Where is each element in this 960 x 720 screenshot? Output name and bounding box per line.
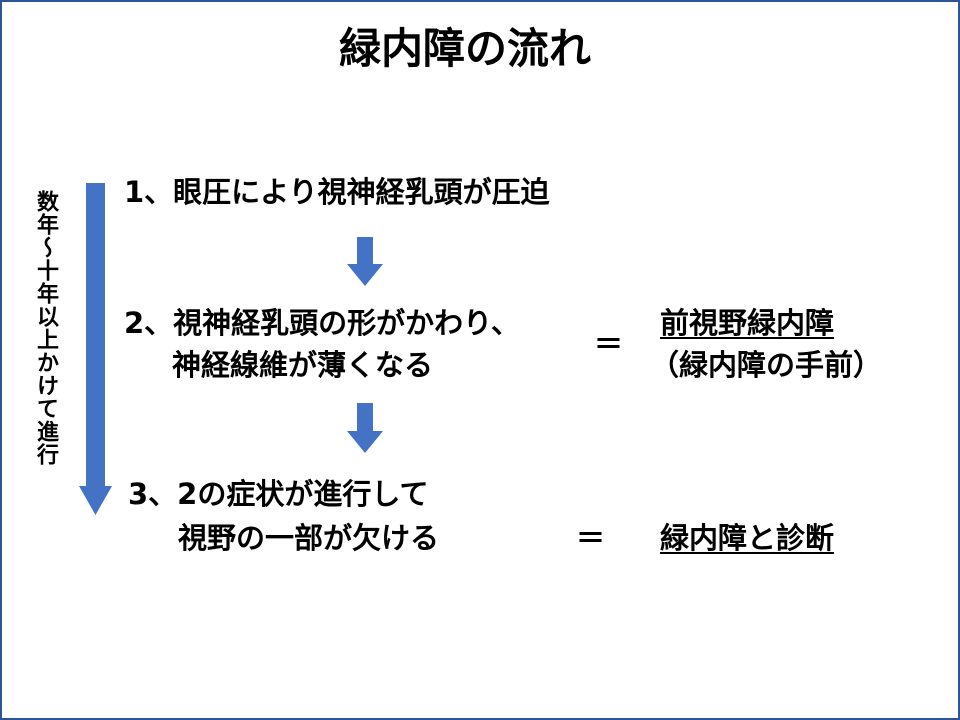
down-arrow-2 <box>347 403 383 453</box>
step-2-text-line2: 神経線維が薄くなる <box>172 348 434 382</box>
slide-title: 緑内障の流れ <box>338 24 591 73</box>
timeline-arrow <box>79 183 112 515</box>
step-2-result: 前視野緑内障 <box>660 306 835 340</box>
step-3-equals: ＝ <box>576 521 606 555</box>
down-arrow-1 <box>347 237 383 286</box>
step-3-text-line2: 視野の一部が欠ける <box>178 521 440 555</box>
step-3-result: 緑内障と診断 <box>660 521 835 555</box>
step-2-equals: ＝ <box>594 327 624 361</box>
step-1-text: 1、眼圧により視神経乳頭が圧迫 <box>124 175 550 209</box>
step-2-text-line1: 2、視神経乳頭の形がかわり、 <box>124 306 521 340</box>
step-3-text-line1: 3、2の症状が進行して <box>128 477 429 511</box>
step-2-result-note: （緑内障の手前） <box>650 348 883 382</box>
timeline-label: 数年～十年以上かけて進行 <box>33 190 58 466</box>
